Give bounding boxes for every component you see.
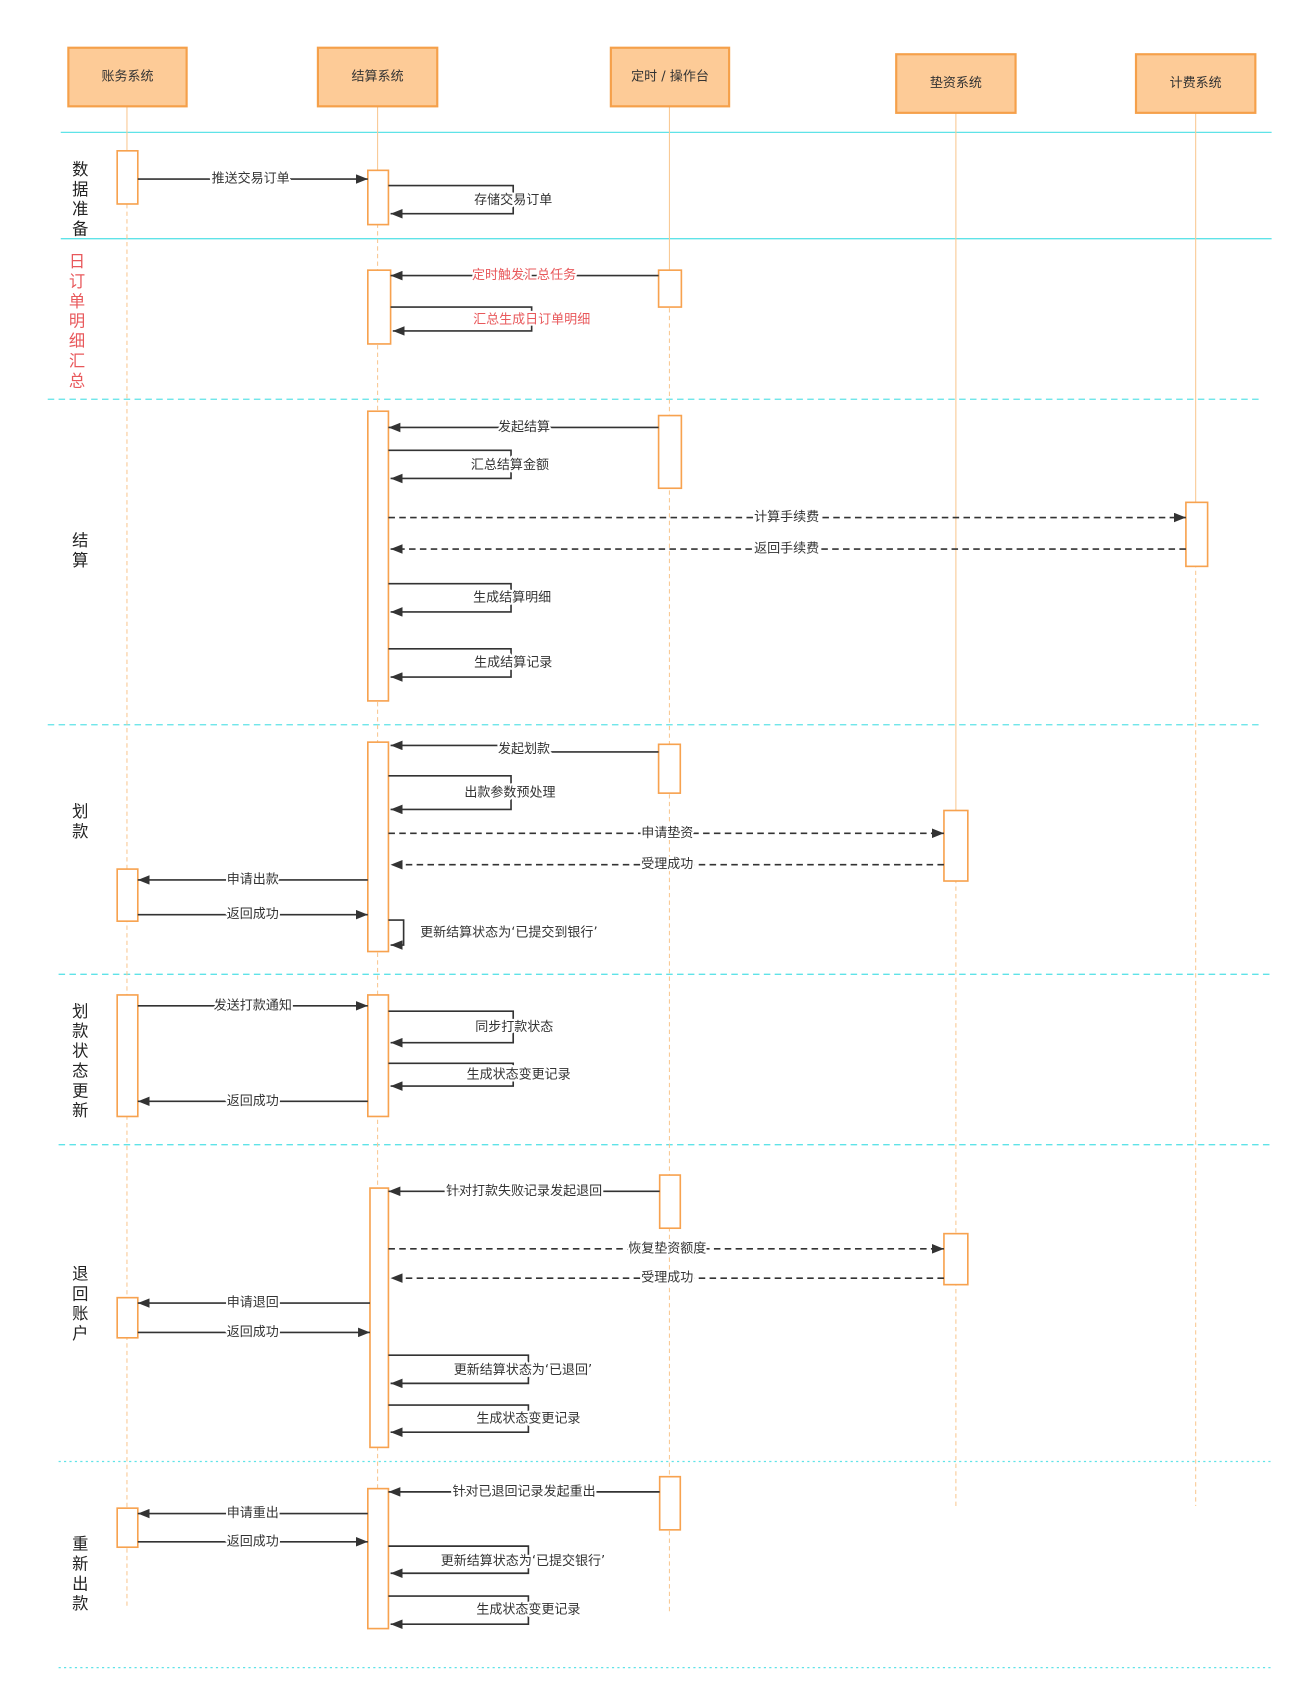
- section-label-data-prep: 数据准备: [69, 160, 90, 240]
- message-label: 返回手续费: [754, 542, 819, 557]
- activation-bar: [116, 868, 139, 922]
- message-label: 存储交易订单: [474, 192, 552, 208]
- section-label-refund: 退回账户: [69, 1264, 90, 1344]
- participant-box: [609, 46, 731, 108]
- message-label: 返回成功: [227, 1534, 279, 1549]
- message-label: 针对打款失败记录发起退回: [446, 1183, 602, 1199]
- section-label-repayout: 重新出款: [69, 1534, 90, 1615]
- participant-accounting: 账务系统: [67, 46, 188, 108]
- activation-bar: [367, 1487, 390, 1630]
- message-label: 返回成功: [227, 1094, 279, 1109]
- activation-bar: [367, 169, 390, 226]
- participant-name: 垫资系统: [930, 75, 982, 91]
- message-label: 发送打款通知: [214, 997, 292, 1013]
- activation-bar: [943, 1232, 969, 1286]
- message-label: 定时触发汇总任务: [472, 267, 576, 283]
- activation-bar: [367, 269, 392, 345]
- activation-bar: [367, 994, 390, 1118]
- activation-bar: [1185, 501, 1209, 568]
- participant-box: [67, 46, 188, 108]
- self-message-arrow: [388, 1545, 530, 1579]
- message-label: 汇总生成日订单明细: [473, 313, 590, 328]
- message-label: 更新结算状态为‘已提交到银行’: [420, 925, 597, 941]
- self-message-arrow: [388, 449, 512, 484]
- message-label: 同步打款状态: [475, 1020, 553, 1035]
- activation-bar: [657, 269, 683, 308]
- self-message-arrow: [388, 648, 512, 682]
- activation-bar: [116, 150, 139, 205]
- message-label: 生成结算记录: [474, 655, 552, 670]
- self-message-arrow: [390, 306, 533, 336]
- message-label: 推送交易订单: [212, 171, 290, 187]
- message-label: 申请垫资: [641, 825, 693, 841]
- self-message-arrow: [388, 184, 515, 219]
- activation-bar: [943, 809, 969, 882]
- activation-bar: [657, 743, 682, 794]
- self-message-arrow: [388, 919, 405, 950]
- activation-bar: [658, 1475, 682, 1531]
- section-label-transfer-status: 划款状态更新: [69, 1001, 90, 1122]
- participant-name: 定时 / 操作台: [631, 69, 709, 85]
- activation-bar: [116, 1296, 139, 1339]
- self-message-arrow: [388, 1354, 530, 1389]
- activation-bar: [116, 994, 139, 1118]
- participant-name: 计费系统: [1170, 76, 1222, 91]
- message-label: 受理成功: [641, 1271, 693, 1286]
- message-label: 更新结算状态为‘已退回’: [454, 1362, 592, 1378]
- section-label-settlement: 结算: [69, 531, 90, 571]
- self-message-arrow: [388, 582, 512, 617]
- message-label: 汇总结算金额: [471, 457, 549, 473]
- activation-bar: [367, 741, 390, 953]
- message-label: 生成结算明细: [473, 590, 551, 605]
- self-message-arrow: [388, 1010, 515, 1048]
- message-label: 恢复垫资额度: [628, 1240, 706, 1256]
- message-label: 出款参数预处理: [464, 785, 555, 801]
- message-label: 针对已退回记录发起重出: [452, 1483, 595, 1499]
- message-label: 更新结算状态为‘已提交银行’: [441, 1553, 605, 1569]
- activation-bar: [116, 1507, 139, 1549]
- participant-name: 账务系统: [101, 69, 153, 85]
- activation-bar: [369, 1187, 390, 1449]
- activation-bar: [367, 410, 390, 702]
- message-label: 申请出款: [227, 872, 279, 887]
- message-label: 生成状态变更记录: [476, 1602, 580, 1618]
- participant-settlement: 结算系统: [316, 46, 439, 108]
- message-label: 受理成功: [641, 857, 693, 872]
- participant-advance: 垫资系统: [895, 53, 1017, 114]
- message-label: 申请退回: [227, 1296, 279, 1311]
- section-label-daily-summary: 日订单明细汇总: [66, 252, 87, 392]
- self-message-arrow: [388, 1062, 515, 1091]
- participant-scheduler: 定时 / 操作台: [609, 46, 731, 108]
- message-label: 返回成功: [227, 907, 279, 922]
- message-label: 申请重出: [227, 1505, 279, 1521]
- message-label: 发起划款: [498, 741, 550, 757]
- activation-bar: [658, 1174, 682, 1230]
- self-message-arrow: [388, 1404, 530, 1437]
- message-label: 发起结算: [498, 419, 550, 435]
- message-label: 生成状态变更记录: [467, 1067, 571, 1083]
- message-label: 计算手续费: [754, 510, 819, 525]
- self-message-arrow: [388, 1595, 530, 1630]
- section-label-transfer: 划款: [69, 802, 90, 843]
- self-message-arrow: [388, 774, 512, 815]
- participant-billing: 计费系统: [1134, 53, 1257, 114]
- participant-box: [316, 46, 439, 108]
- message-label: 返回成功: [227, 1325, 279, 1340]
- message-arrow: [390, 740, 659, 753]
- activation-bar: [657, 414, 683, 490]
- message-label: 生成状态变更记录: [476, 1411, 580, 1427]
- participant-name: 结算系统: [352, 70, 404, 85]
- participant-box: [895, 53, 1017, 114]
- participant-box: [1134, 53, 1257, 114]
